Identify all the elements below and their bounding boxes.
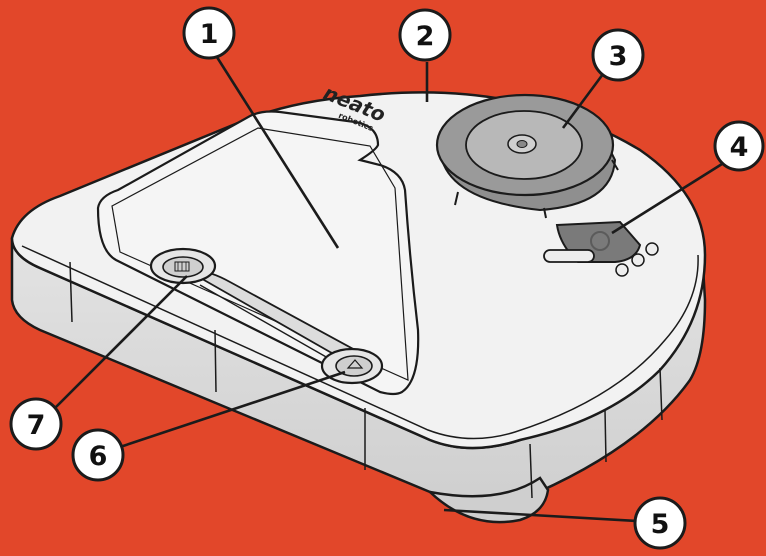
callout-4-label: 4 <box>730 132 749 163</box>
callout-3: 3 <box>593 30 643 80</box>
callout-6-label: 6 <box>89 441 108 472</box>
callout-1-label: 1 <box>200 19 219 50</box>
power-bar-button <box>544 250 594 262</box>
callout-3-label: 3 <box>609 41 628 72</box>
callout-6: 6 <box>73 430 123 480</box>
callout-5: 5 <box>635 498 685 548</box>
callout-1: 1 <box>184 8 234 58</box>
callout-2-label: 2 <box>416 21 435 52</box>
callout-4: 4 <box>715 122 763 170</box>
callout-2: 2 <box>400 10 450 60</box>
callout-5-label: 5 <box>651 509 670 540</box>
spot-clean-button <box>151 249 215 283</box>
callout-7-label: 7 <box>27 410 46 441</box>
callout-7: 7 <box>11 399 61 449</box>
